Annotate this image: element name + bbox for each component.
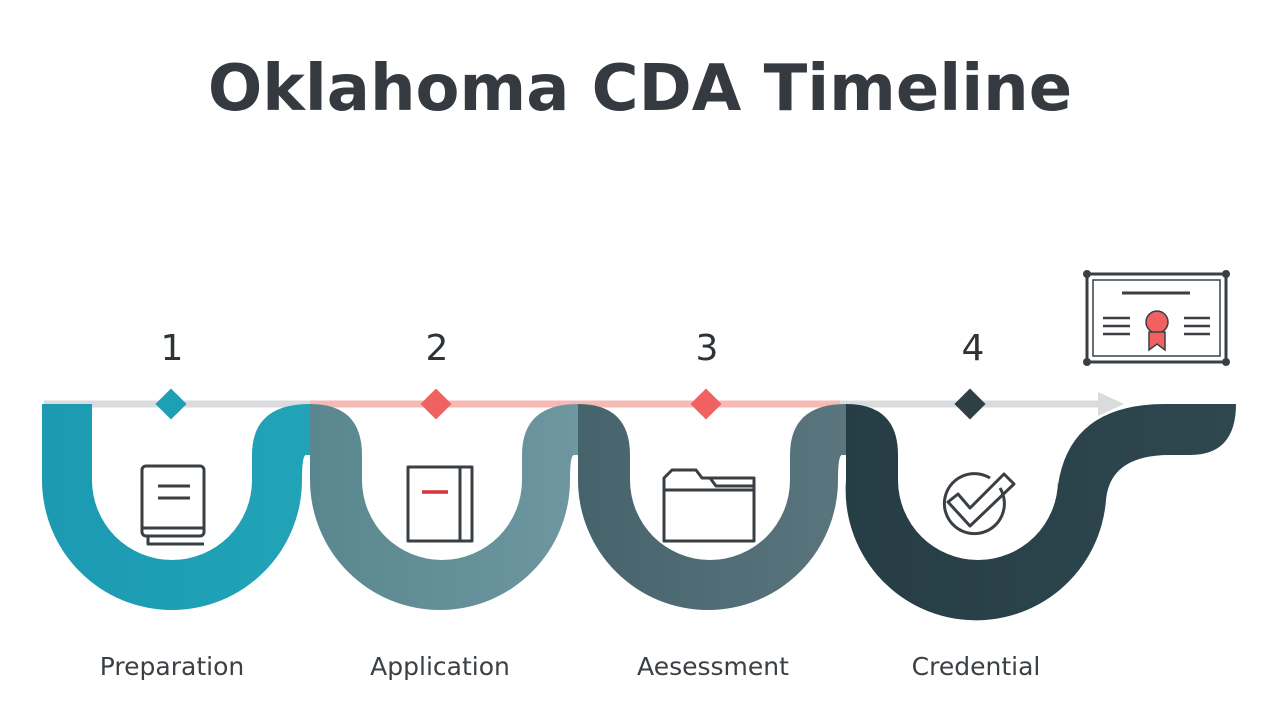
step-label-1: Preparation <box>100 652 244 681</box>
checkmark-icon <box>942 472 1016 536</box>
book-icon <box>140 464 206 546</box>
folder-icon <box>662 468 756 543</box>
step-marker-3 <box>690 388 722 420</box>
ribbon-segment-3 <box>578 404 846 610</box>
step-label-2: Application <box>370 652 510 681</box>
certificate-icon <box>1083 270 1230 366</box>
page-title: Oklahoma CDA Timeline <box>207 52 1073 126</box>
step-number-2: 2 <box>426 328 449 369</box>
document-icon <box>406 465 474 543</box>
ribbon-segment-4 <box>845 404 1236 621</box>
step-number-1: 1 <box>161 328 184 369</box>
step-number-3: 3 <box>696 328 719 369</box>
timeline-arrowhead <box>1098 392 1124 416</box>
ribbon-segment-2 <box>310 404 578 610</box>
step-number-4: 4 <box>962 328 985 369</box>
step-label-4: Credential <box>912 652 1041 681</box>
step-marker-4 <box>954 388 986 420</box>
step-marker-2 <box>420 388 452 420</box>
step-marker-1 <box>155 388 187 420</box>
ribbon-segment-1 <box>42 404 310 610</box>
step-label-3: Aesessment <box>637 652 789 681</box>
